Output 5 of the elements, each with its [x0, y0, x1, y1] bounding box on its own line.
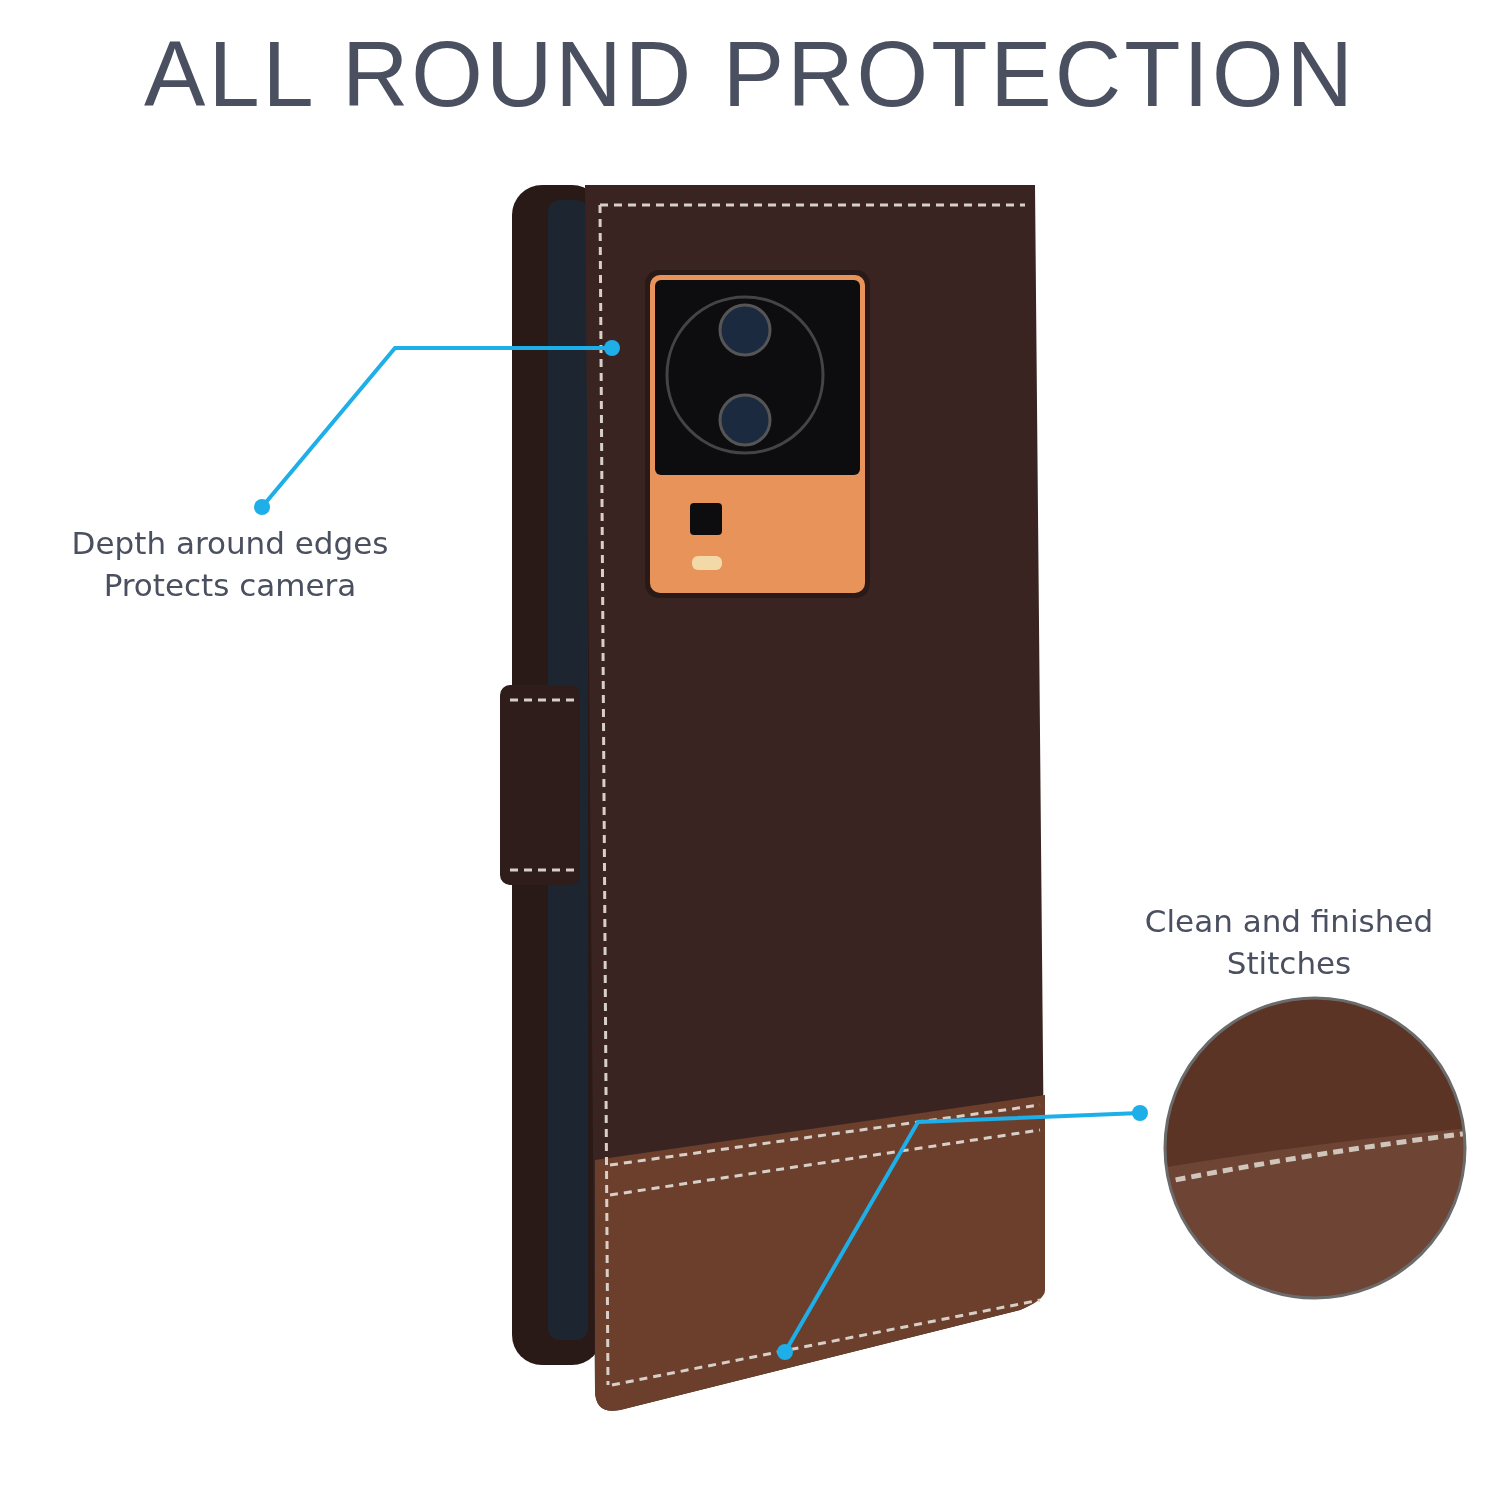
leader-line [254, 340, 620, 515]
title: ALL ROUND PROTECTION [143, 22, 1357, 127]
callout-text: Depth around edges Protects camera [70, 524, 390, 605]
callout-text: Clean and finished Stitches [1143, 902, 1435, 983]
leader-line [777, 1105, 1148, 1360]
